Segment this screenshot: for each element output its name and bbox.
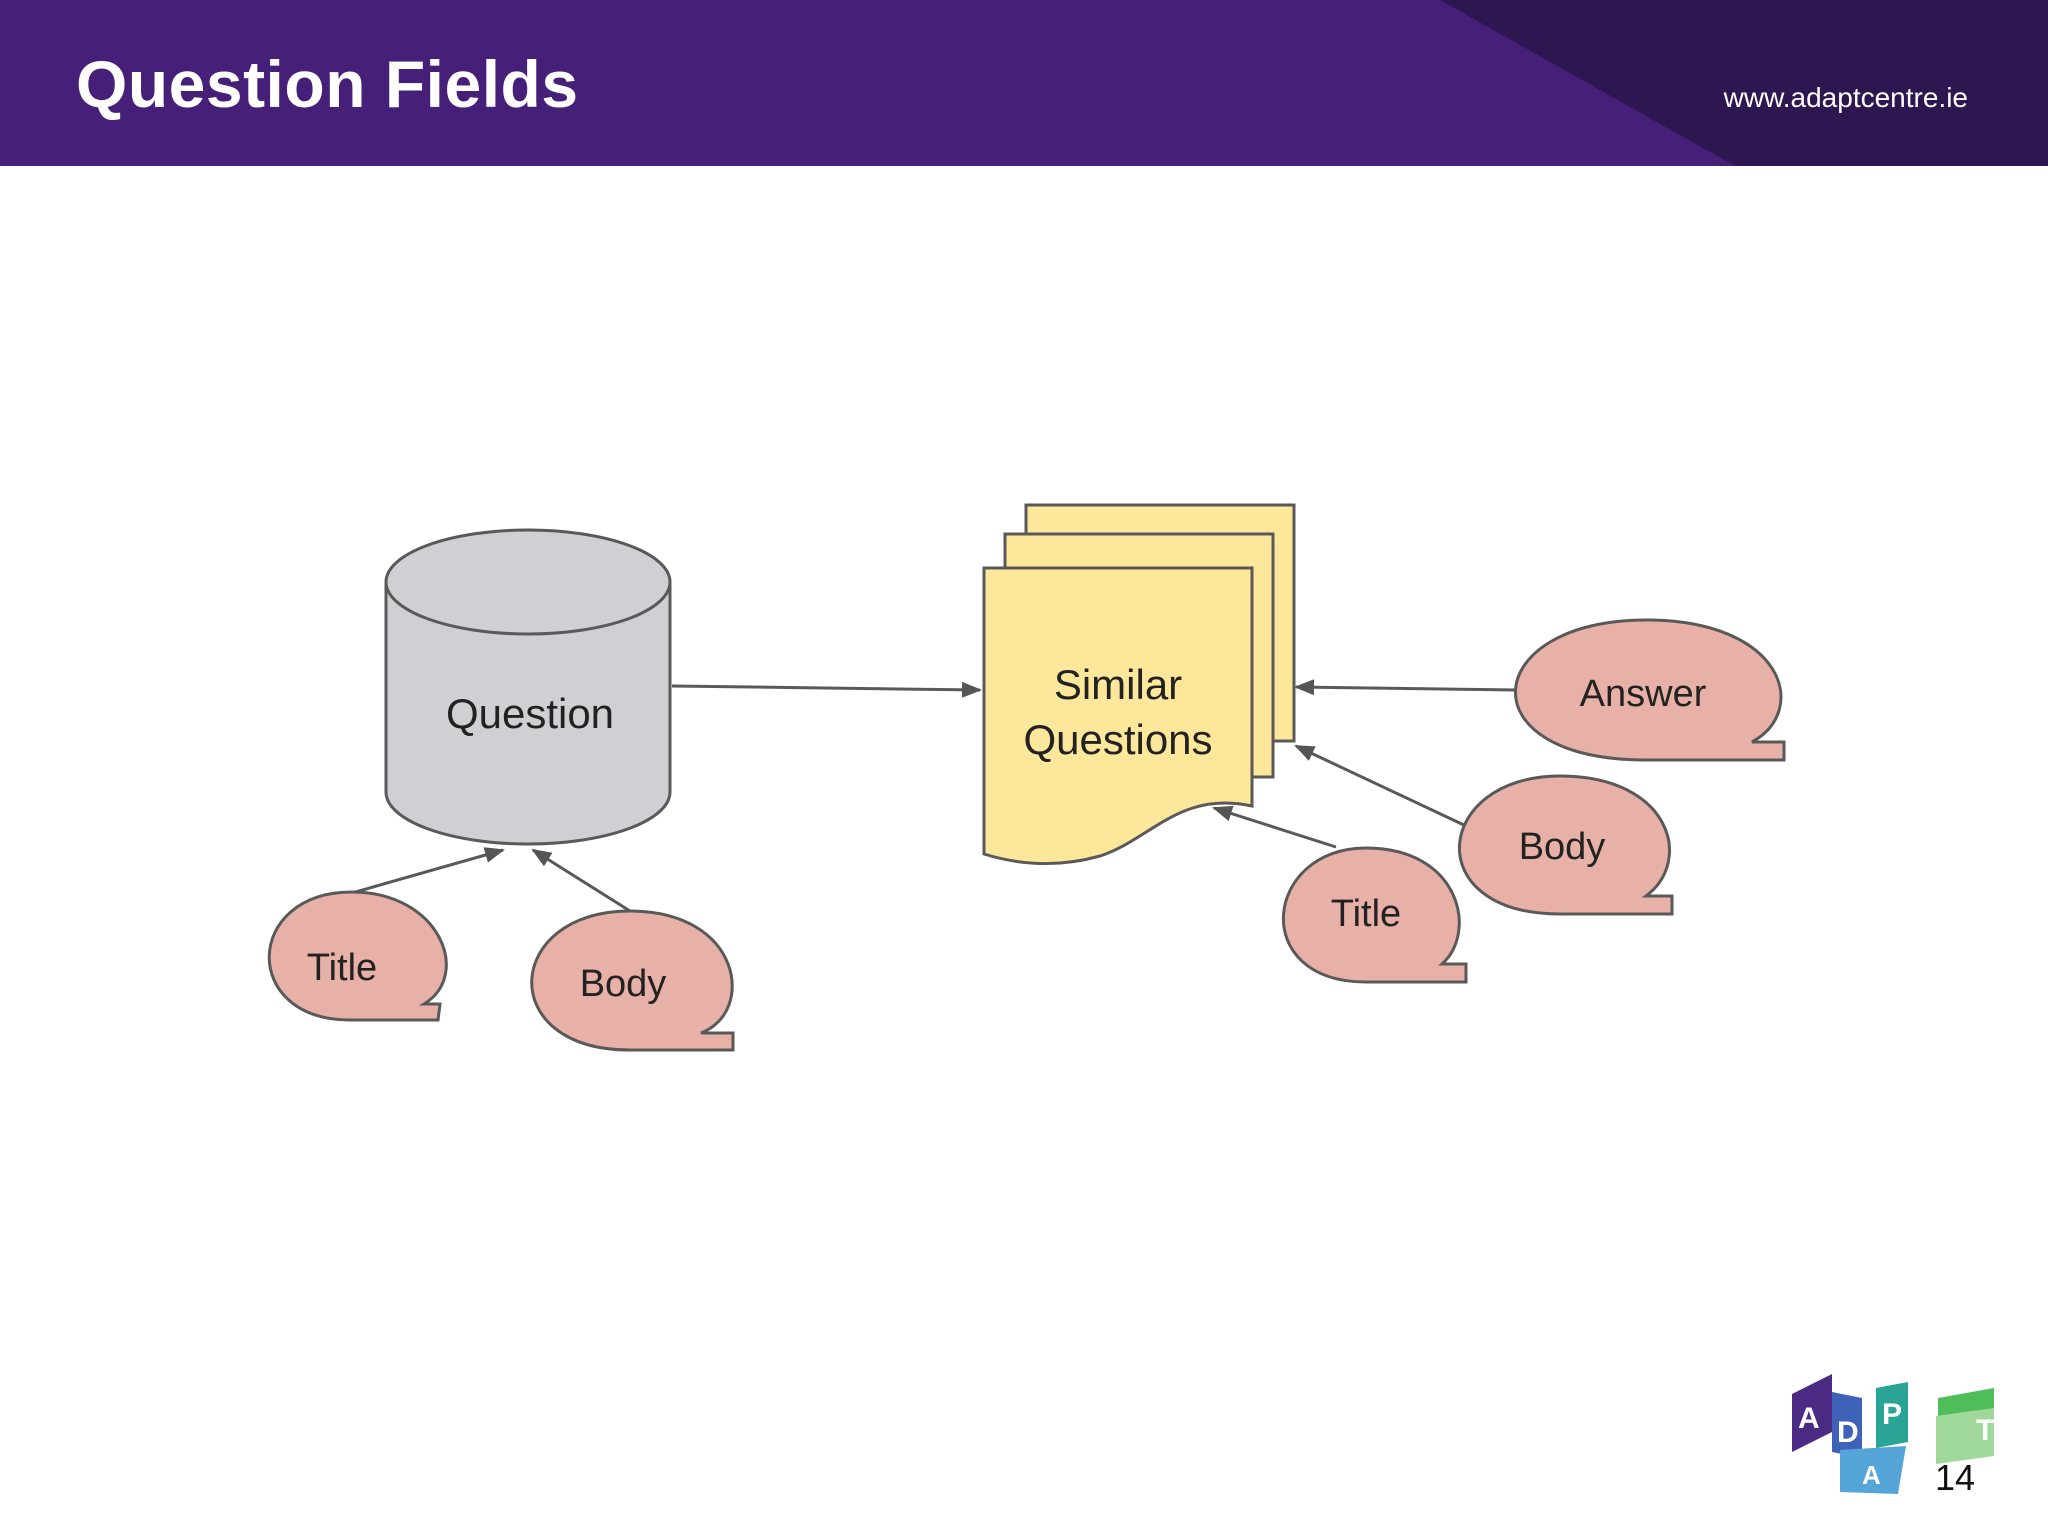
connectors bbox=[351, 679, 1517, 913]
header-wedge bbox=[1440, 0, 2048, 166]
answer-label: Answer bbox=[1580, 673, 1707, 715]
logo-letter-p: P bbox=[1882, 1398, 1902, 1431]
right-title-label: Title bbox=[1331, 893, 1401, 935]
right-body-callout: Body bbox=[1457, 774, 1674, 916]
similar-questions-label-line1: Similar bbox=[1054, 661, 1182, 708]
slide-title: Question Fields bbox=[76, 47, 579, 121]
logo-letter-a1: A bbox=[1798, 1402, 1820, 1435]
right-title-callout: Title bbox=[1281, 846, 1468, 984]
similar-questions-label-line2: Questions bbox=[1023, 716, 1212, 763]
left-title-label: Title bbox=[307, 947, 377, 989]
document-front bbox=[982, 566, 1254, 866]
logo-letter-d: D bbox=[1837, 1416, 1859, 1449]
logo-letter-t: T bbox=[1976, 1414, 1994, 1447]
left-title-callout: Title bbox=[267, 890, 448, 1022]
right-body-label: Body bbox=[1519, 826, 1606, 868]
answer-callout: Answer bbox=[1513, 618, 1786, 762]
page-number: 14 bbox=[1935, 1457, 1976, 1498]
left-body-label: Body bbox=[580, 963, 667, 1005]
callout-shape bbox=[267, 890, 448, 1022]
callout-shape bbox=[1281, 846, 1468, 984]
cylinder-top bbox=[384, 528, 672, 636]
similar-questions-documents: Similar Questions bbox=[982, 503, 1296, 866]
arrow-left-title-to-question bbox=[351, 847, 505, 895]
arrow-left-body-to-question bbox=[531, 848, 631, 913]
slide-header: Question Fields www.adaptcentre.ie bbox=[0, 0, 2048, 166]
adapt-logo: A D A P T bbox=[1792, 1374, 1994, 1494]
arrow-right-title-to-similar bbox=[1212, 805, 1337, 849]
callout-shape bbox=[1513, 618, 1786, 762]
site-url: www.adaptcentre.ie bbox=[1723, 82, 1968, 113]
left-body-callout: Body bbox=[530, 909, 735, 1052]
question-database: Question bbox=[384, 528, 672, 846]
arrow-right-body-to-similar bbox=[1294, 744, 1467, 828]
callout-shape bbox=[1457, 774, 1674, 916]
cylinder-body bbox=[384, 580, 672, 846]
arrow-question-to-similar bbox=[671, 681, 982, 698]
arrow-answer-to-similar bbox=[1294, 679, 1517, 696]
callout-shape bbox=[530, 909, 735, 1052]
logo-letter-a2: A bbox=[1862, 1460, 1881, 1490]
question-database-label: Question bbox=[446, 690, 614, 737]
